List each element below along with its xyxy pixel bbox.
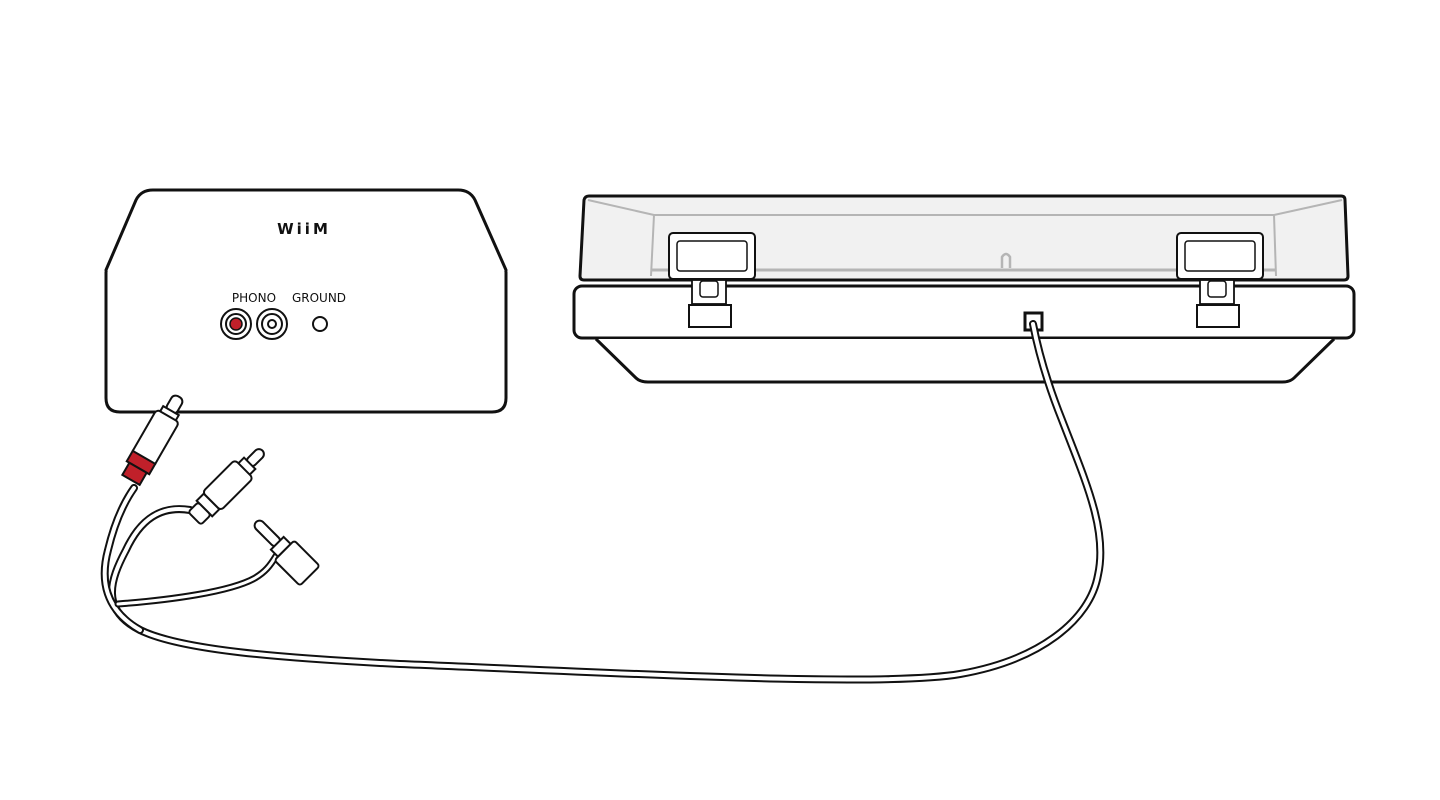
- cables: [100, 320, 1105, 684]
- phono-label: PHONO: [232, 291, 276, 305]
- brand-logo: WiiM: [277, 220, 331, 238]
- ground-connector[interactable]: [246, 512, 320, 586]
- ground-wire: [116, 554, 278, 606]
- phono-jack-white[interactable]: [256, 308, 288, 340]
- receiver-front: [104, 272, 508, 414]
- dust-cover: [578, 194, 1350, 282]
- hinge-right: [1176, 232, 1264, 328]
- red-branch: [102, 486, 142, 632]
- turntable-base: [594, 337, 1336, 384]
- turntable: [572, 194, 1356, 384]
- ground-label: GROUND: [292, 291, 346, 305]
- dust-cover-inner-lines: [587, 199, 1343, 277]
- plinth: [572, 284, 1356, 340]
- wiim-receiver: WiiM PHONO GROUND: [104, 188, 508, 414]
- rca-plug-white[interactable]: [185, 441, 271, 527]
- rca-plug-red[interactable]: [120, 390, 191, 487]
- lid-clip: [1000, 252, 1012, 268]
- phono-jack-red[interactable]: [220, 308, 252, 340]
- hinge-left: [668, 232, 756, 328]
- ground-terminal[interactable]: [312, 316, 328, 332]
